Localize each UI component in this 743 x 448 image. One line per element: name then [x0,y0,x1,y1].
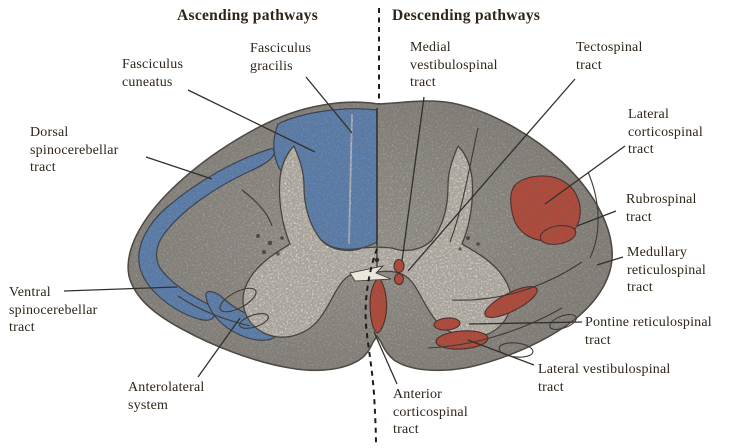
descending-pathways-title: Descending pathways [392,7,541,24]
leader-dorsal-spinocerebellar [145,156,213,180]
leader-fasciculus-cuneatus [187,89,316,153]
label-anterolateral-system: Anterolateral system [128,380,205,413]
midline-dashed-bottom [364,248,378,447]
label-pontine-reticulospinal: Pontine reticulospinal tract [585,315,712,348]
leader-medullary-reticulospinal [596,256,624,266]
leader-lines [63,76,626,385]
leader-tectospinal [407,78,576,272]
label-rubrospinal: Rubrospinal tract [626,192,697,225]
label-tectospinal: Tectospinal tract [576,40,643,73]
label-fasciculus-gracilis: Fasciculus gracilis [250,41,312,74]
leader-lateral-corticospinal [544,145,626,205]
anterior-white-commissure [349,265,392,282]
leader-medial-vestibulospinal [401,96,425,262]
label-medullary-reticulospinal: Medullary reticulospinal tract [627,245,707,295]
gray-matter-cell-clusters [256,234,480,256]
label-dorsal-spinocerebellar: Dorsal spinocerebellar tract [30,125,119,175]
label-fasciculus-cuneatus: Fasciculus cuneatus [122,57,184,90]
white-matter-detail-lines [177,127,599,358]
label-lateral-vestibulospinal: Lateral vestibulospinal tract [538,362,671,395]
leader-pontine-reticulospinal [468,321,583,325]
label-ventral-spinocerebellar: Ventral spinocerebellar tract [9,285,98,335]
leader-ventral-spinocerebellar [63,286,178,292]
label-lateral-corticospinal: Lateral corticospinal tract [628,107,703,157]
label-medial-vestibulospinal: Medial vestibulospinal tract [410,40,498,90]
leader-rubrospinal [576,210,617,227]
leader-anterior-corticospinal [373,331,398,385]
central-canal [374,257,380,263]
ascending-pathways-title: Ascending pathways [177,7,319,24]
leader-anterolateral [197,317,241,378]
leader-fasciculus-gracilis [305,76,353,134]
leader-lateral-vestibulospinal [467,339,535,366]
label-anterior-corticospinal: Anterior corticospinal tract [393,387,468,437]
